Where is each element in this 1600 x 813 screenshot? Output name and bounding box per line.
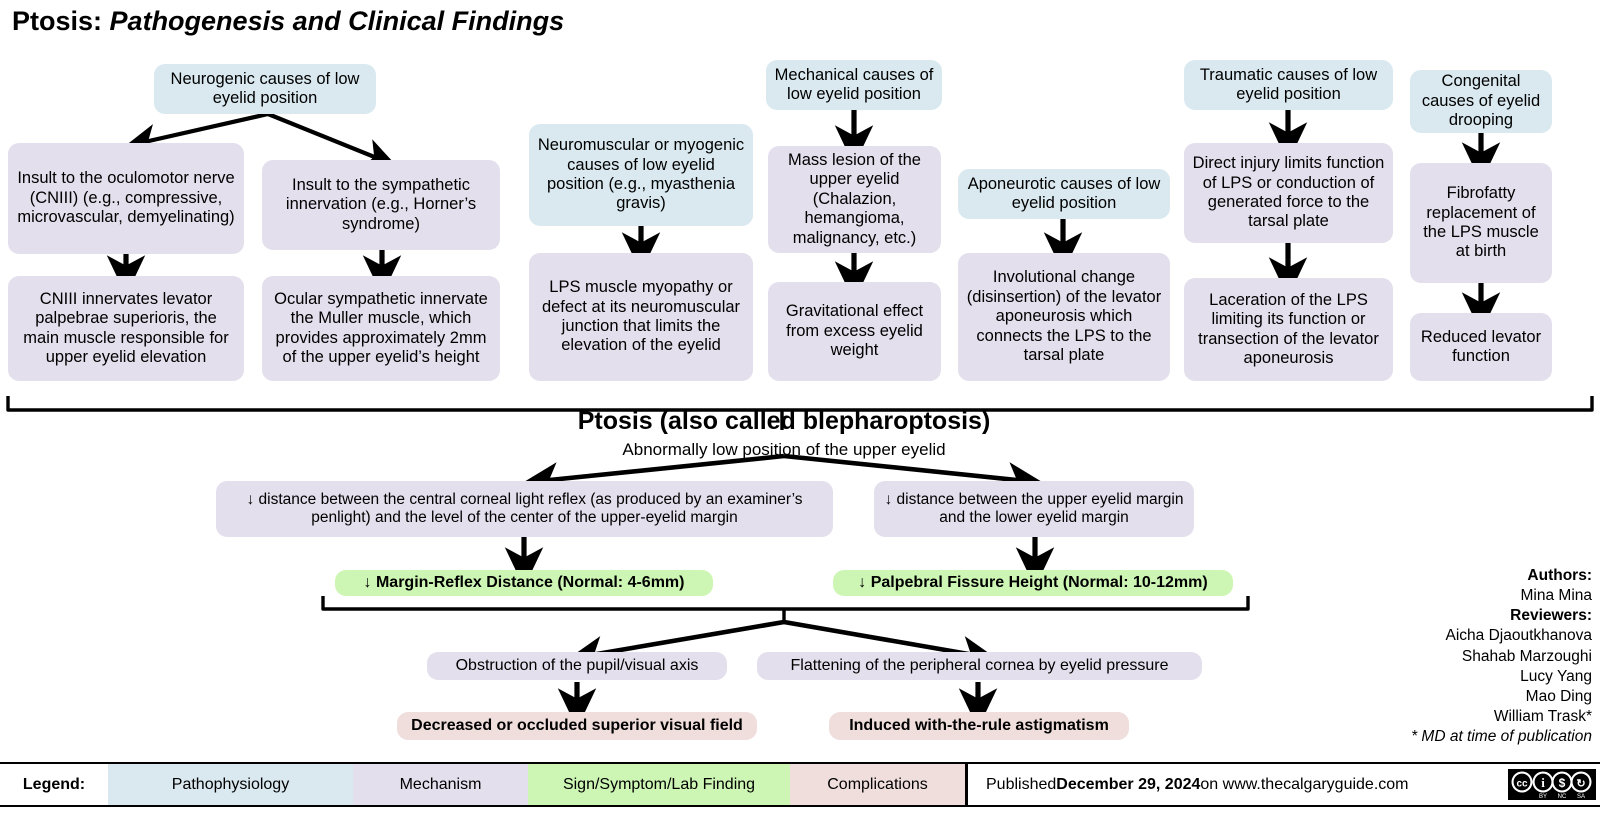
page-title-lead: Ptosis:: [12, 6, 103, 36]
node-corneal-flattening[interactable]: Flattening of the peripheral cornea by e…: [757, 652, 1202, 680]
svg-text:BY: BY: [1539, 794, 1547, 800]
node-congenital-root[interactable]: Congenital causes of eyelid drooping: [1410, 70, 1552, 133]
legend-item-mechanism[interactable]: Mechanism: [353, 764, 528, 805]
cc-license-icon: cc i $ ↻ BY NC SA: [1508, 769, 1596, 800]
node-aponeurotic-root[interactable]: Aponeurotic causes of low eyelid positio…: [958, 169, 1170, 219]
ptosis-subheading: Abnormally low position of the upper eye…: [622, 440, 946, 459]
publication-info: Published December 29, 2024 on www.theca…: [968, 764, 1504, 805]
page-title-rest: Pathogenesis and Clinical Findings: [109, 6, 565, 36]
node-oculomotor-insult[interactable]: Insult to the oculomotor nerve (CNIII) (…: [8, 143, 244, 254]
reviewer-name: William Trask*: [1493, 707, 1592, 725]
node-astigmatism[interactable]: Induced with-the-rule astigmatism: [829, 712, 1129, 740]
reviewer-name: Mao Ding: [1525, 687, 1592, 705]
node-mrd-description[interactable]: ↓ distance between the central corneal l…: [216, 481, 833, 537]
svg-text:cc: cc: [1516, 779, 1528, 790]
legend-label: Legend:: [22, 775, 86, 793]
node-mechanical-root[interactable]: Mechanical causes of low eyelid position: [766, 60, 942, 110]
svg-text:$: $: [1559, 776, 1566, 790]
reviewer-name: Aicha Djaoutkhanova: [1445, 627, 1593, 645]
node-cniii-innervates[interactable]: CNIII innervates levator palpebrae super…: [8, 276, 244, 381]
node-involutional-change[interactable]: Involutional change (disinsertion) of th…: [958, 253, 1170, 381]
node-gravitational-effect[interactable]: Gravitational effect from excess eyelid …: [768, 282, 941, 381]
legend-item-pathophysiology[interactable]: Pathophysiology: [108, 764, 353, 805]
node-lps-laceration[interactable]: Laceration of the LPS limiting its funct…: [1184, 278, 1393, 381]
svg-text:SA: SA: [1577, 794, 1585, 800]
credits-panel: Authors: Mina Mina Reviewers: Aicha Djao…: [1324, 566, 1592, 747]
node-direct-injury[interactable]: Direct injury limits function of LPS or …: [1184, 143, 1393, 243]
node-pfh-description[interactable]: ↓ distance between the upper eyelid marg…: [874, 481, 1194, 537]
author-name: Mina Mina: [1520, 587, 1593, 605]
ptosis-heading: Ptosis (also called blepharoptosis): [577, 407, 991, 435]
reviewer-name: Shahab Marzoughi: [1461, 647, 1592, 665]
legend-divider: [965, 764, 968, 805]
reviewer-name: Lucy Yang: [1520, 667, 1592, 685]
svg-text:NC: NC: [1558, 794, 1567, 800]
node-sympathetic-insult[interactable]: Insult to the sympathetic innervation (e…: [262, 160, 500, 250]
published-prefix: Published: [986, 775, 1057, 793]
page-title: Ptosis: Pathogenesis and Clinical Findin…: [12, 6, 564, 37]
legend-bar: Legend: Pathophysiology Mechanism Sign/S…: [0, 762, 1600, 807]
node-fibrofatty-replacement[interactable]: Fibrofatty replacement of the LPS muscle…: [1410, 163, 1552, 283]
creative-commons-badge[interactable]: cc i $ ↻ BY NC SA: [1504, 764, 1600, 805]
node-neurogenic-root[interactable]: Neurogenic causes of low eyelid position: [154, 64, 376, 114]
node-pupil-obstruction[interactable]: Obstruction of the pupil/visual axis: [427, 652, 727, 680]
svg-text:i: i: [1541, 775, 1545, 790]
node-margin-reflex-distance[interactable]: ↓ Margin-Reflex Distance (Normal: 4-6mm): [335, 570, 713, 596]
legend-item-sign-symptom-lab[interactable]: Sign/Symptom/Lab Finding: [528, 764, 790, 805]
node-muller-muscle[interactable]: Ocular sympathetic innervate the Muller …: [262, 276, 500, 381]
credits-footnote: * MD at time of publication: [1411, 728, 1592, 746]
node-palpebral-fissure-height[interactable]: ↓ Palpebral Fissure Height (Normal: 10-1…: [833, 570, 1233, 596]
svg-text:↻: ↻: [1576, 778, 1585, 790]
node-neuromuscular-root[interactable]: Neuromuscular or myogenic causes of low …: [529, 124, 753, 226]
node-traumatic-root[interactable]: Traumatic causes of low eyelid position: [1184, 60, 1393, 110]
node-mass-lesion[interactable]: Mass lesion of the upper eyelid (Chalazi…: [768, 146, 941, 253]
published-suffix: on www.thecalgaryguide.com: [1200, 775, 1409, 793]
reviewers-label: Reviewers:: [1510, 607, 1592, 625]
published-date: December 29, 2024: [1056, 775, 1201, 793]
node-reduced-levator-function[interactable]: Reduced levator function: [1410, 313, 1552, 381]
authors-label: Authors:: [1527, 567, 1592, 584]
node-lps-myopathy[interactable]: LPS muscle myopathy or defect at its neu…: [529, 253, 753, 381]
legend-item-complications[interactable]: Complications: [790, 764, 965, 805]
node-visual-field-loss[interactable]: Decreased or occluded superior visual fi…: [397, 712, 757, 740]
